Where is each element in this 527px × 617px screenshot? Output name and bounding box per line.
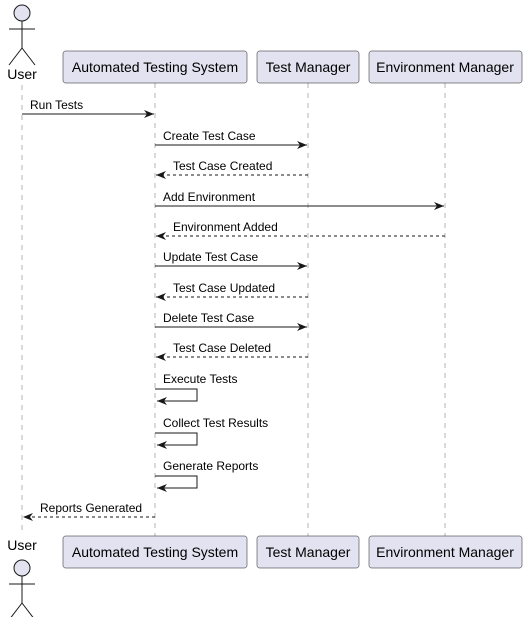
participant-label: Environment Manager <box>376 59 514 75</box>
message-13: Reports Generated <box>23 501 155 521</box>
message-label: Environment Added <box>173 220 278 234</box>
self-message-arrow <box>155 432 198 449</box>
message-11: Collect Test Results <box>155 416 268 449</box>
message-label: Test Case Created <box>173 159 272 173</box>
participant-box <box>368 50 523 84</box>
message-label: Test Case Deleted <box>173 341 271 355</box>
message-label: Add Environment <box>163 190 256 204</box>
participant-box <box>256 50 360 84</box>
participant-ats-bottom[interactable]: Automated Testing System <box>62 535 248 569</box>
participant-box <box>256 535 360 569</box>
message-3: Test Case Created <box>156 159 308 179</box>
lifelines <box>21 83 446 536</box>
self-message-arrow <box>155 475 198 492</box>
participant-box <box>62 50 248 84</box>
actor-head <box>13 4 31 22</box>
participant-box <box>368 535 523 569</box>
participant-tm-bottom[interactable]: Test Manager <box>256 535 360 569</box>
participant-em-top[interactable]: Environment Manager <box>368 50 523 84</box>
message-2: Create Test Case <box>155 129 307 149</box>
participant-label: Test Manager <box>266 544 351 560</box>
message-label: Generate Reports <box>163 459 258 473</box>
message-label: Execute Tests <box>163 372 237 386</box>
actor-leg-left <box>8 47 23 66</box>
message-5: Environment Added <box>156 220 445 240</box>
actor-label: User <box>7 66 37 82</box>
actor-leg-right <box>21 47 36 66</box>
message-4: Add Environment <box>155 190 444 210</box>
participant-label: Automated Testing System <box>72 59 238 75</box>
message-label: Update Test Case <box>163 250 258 264</box>
message-label: Run Tests <box>30 98 83 112</box>
participant-label: Test Manager <box>266 59 351 75</box>
participant-em-bottom[interactable]: Environment Manager <box>368 535 523 569</box>
message-9: Test Case Deleted <box>156 341 308 361</box>
actor-user-bottom[interactable]: User <box>7 537 37 617</box>
participant-tm-top[interactable]: Test Manager <box>256 50 360 84</box>
message-label: Create Test Case <box>163 129 256 143</box>
message-1: Run Tests <box>22 98 154 118</box>
message-label: Delete Test Case <box>163 311 254 325</box>
message-label: Collect Test Results <box>163 416 268 430</box>
message-label: Reports Generated <box>40 501 142 515</box>
participant-ats-top[interactable]: Automated Testing System <box>62 50 248 84</box>
actor-user-top[interactable]: User <box>7 4 37 82</box>
actor-leg-left <box>10 602 23 617</box>
actor-label: User <box>7 537 37 553</box>
self-message-arrow <box>155 388 198 405</box>
participant-label: Automated Testing System <box>72 544 238 560</box>
message-10: Execute Tests <box>155 372 237 405</box>
actor-leg-right <box>21 602 34 617</box>
message-12: Generate Reports <box>155 459 258 492</box>
message-label: Test Case Updated <box>173 281 275 295</box>
message-7: Test Case Updated <box>156 281 308 301</box>
participant-label: Environment Manager <box>376 544 514 560</box>
message-8: Delete Test Case <box>155 311 307 331</box>
message-6: Update Test Case <box>155 250 307 270</box>
participant-box <box>62 535 248 569</box>
actor-head <box>13 559 31 577</box>
